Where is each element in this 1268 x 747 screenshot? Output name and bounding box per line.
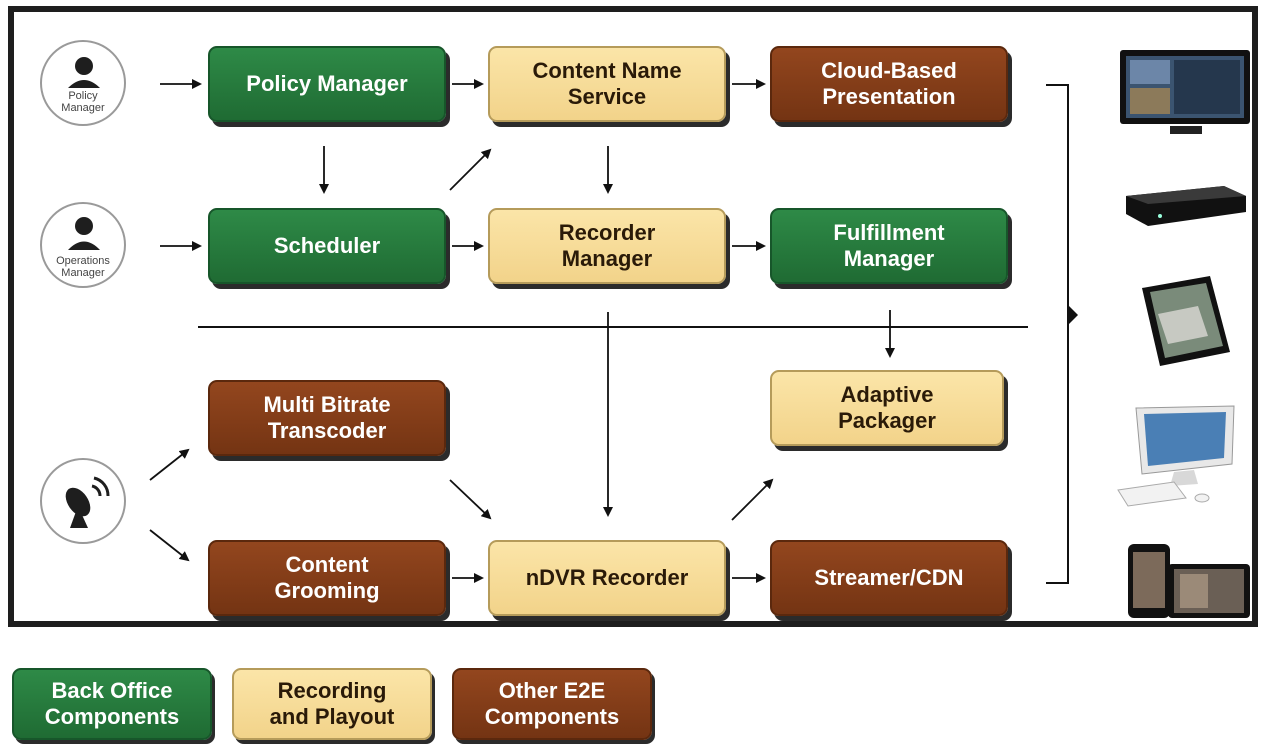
policy-manager-node: Policy Manager — [208, 46, 446, 122]
streamer-cdn-node: Streamer/CDN — [770, 540, 1008, 616]
policy-manager-actor: Policy Manager — [40, 40, 126, 126]
arrow-satellite-to-grooming — [149, 529, 190, 562]
content-grooming-node: Content Grooming — [208, 540, 446, 616]
policy-manager-actor-label: Policy Manager — [61, 90, 105, 114]
person-icon — [68, 217, 100, 250]
legend-back-office: Back Office Components — [12, 668, 212, 740]
content-name-service-node: Content Name Service — [488, 46, 726, 122]
device-bracket — [1046, 84, 1069, 584]
recorder-manager-node: Recorder Manager — [488, 208, 726, 284]
bracket-arrowhead — [1068, 305, 1078, 325]
operations-manager-actor: Operations Manager — [40, 202, 126, 288]
arrow-ndvr-to-packager — [731, 478, 774, 521]
legend-recording-playout: Recording and Playout — [232, 668, 432, 740]
ndvr-recorder-node: nDVR Recorder — [488, 540, 726, 616]
tablet-icon — [1142, 276, 1230, 366]
scheduler-node: Scheduler — [208, 208, 446, 284]
smartphone-tablet-icon — [1128, 544, 1250, 618]
cloud-based-presentation-node: Cloud-Based Presentation — [770, 46, 1008, 122]
tv-icon — [1120, 50, 1250, 134]
set-top-box-icon — [1126, 186, 1246, 226]
multi-bitrate-transcoder-node: Multi Bitrate Transcoder — [208, 380, 446, 456]
legend-other-e2e: Other E2E Components — [452, 668, 652, 740]
fulfillment-manager-node: Fulfillment Manager — [770, 208, 1008, 284]
person-icon — [68, 57, 100, 88]
operations-manager-actor-label: Operations Manager — [56, 255, 110, 279]
all-in-one-pc-icon — [1117, 405, 1235, 507]
arrow-satellite-to-transcoder — [149, 448, 190, 481]
satellite-actor — [40, 458, 126, 544]
adaptive-packager-node: Adaptive Packager — [770, 370, 1004, 446]
satellite-dish-icon — [65, 476, 110, 528]
arrow-scheduler-to-cns — [449, 148, 492, 191]
arrow-transcoder-to-ndvr — [449, 479, 492, 520]
